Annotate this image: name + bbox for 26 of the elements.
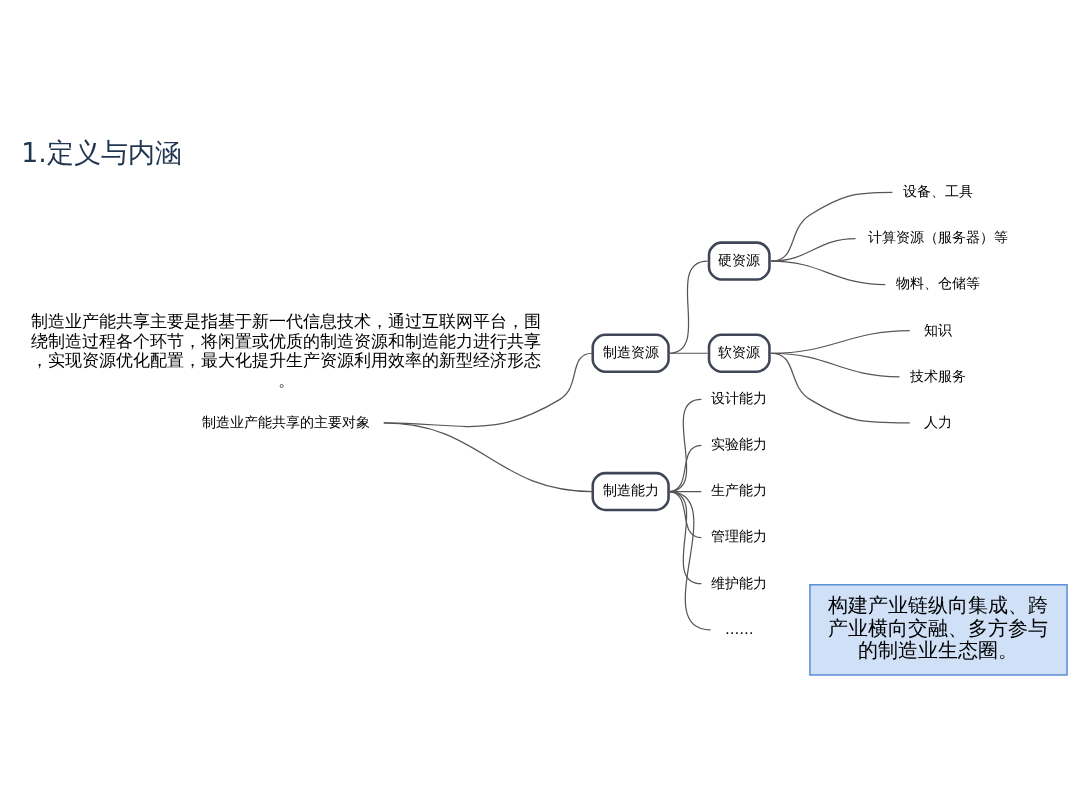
node-text: ……	[724, 620, 754, 637]
node-text: 管理能力	[711, 527, 768, 544]
node-text: 设计能力	[711, 389, 768, 406]
node-box: 制造能力	[591, 471, 670, 511]
connector	[770, 352, 911, 424]
node-text: 生产能力	[711, 481, 768, 498]
node-box: 制造资源	[591, 333, 670, 373]
node-text: 物料、仓储等	[896, 274, 981, 291]
connector	[667, 259, 709, 354]
connector	[667, 352, 709, 354]
connector	[770, 259, 886, 285]
node-box: 构建产业链纵向集成、跨产业横向交融、多方参与的制造业生态圈。	[809, 583, 1068, 676]
diagram-title: 1.定义与内涵	[21, 136, 182, 167]
label: 制造业产能共享主要是指基于新一代信息技术，通过互联网平台，围绕制造过程各个环节，将闲置或优质的制造资源和制造能力进行共享，实现资源优化配置，最大化提升生产资源利用效率的新型经济形态。	[31, 310, 542, 390]
node-box: 硬资源	[707, 240, 771, 281]
node-text: 人力	[924, 413, 953, 430]
connector	[667, 490, 712, 630]
node-text: 制造业产能共享的主要对象	[202, 413, 371, 430]
connector	[383, 421, 594, 492]
node-text: 实验能力	[711, 435, 768, 452]
node-text: 技术服务	[910, 367, 967, 384]
node-box: 软资源	[707, 333, 771, 373]
node-text: 设备、工具	[903, 182, 974, 199]
node-text: 维护能力	[711, 574, 768, 591]
node-text: 知识	[924, 321, 953, 338]
node-text: 计算资源（服务器）等	[868, 228, 1009, 245]
